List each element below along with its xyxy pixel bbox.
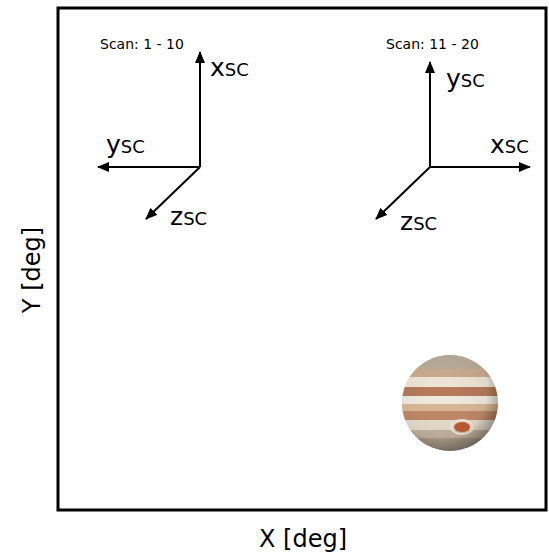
axis-label: zSC [170,204,207,229]
axis-label: ySC [446,66,485,91]
x-axis-title: X [deg] [259,527,347,551]
axis-triad [376,62,530,219]
axis-label: xSC [210,55,249,80]
plot-frame [58,8,546,510]
axis-triad [98,52,200,219]
axis-label: ySC [106,132,145,157]
axis-label: zSC [400,209,437,234]
scan-label: Scan: 1 - 10 [100,37,184,51]
y-axis-title: Y [deg] [20,227,44,313]
axis-label: xSC [490,132,529,157]
jupiter-image [400,353,500,453]
scan-label: Scan: 11 - 20 [386,37,479,51]
